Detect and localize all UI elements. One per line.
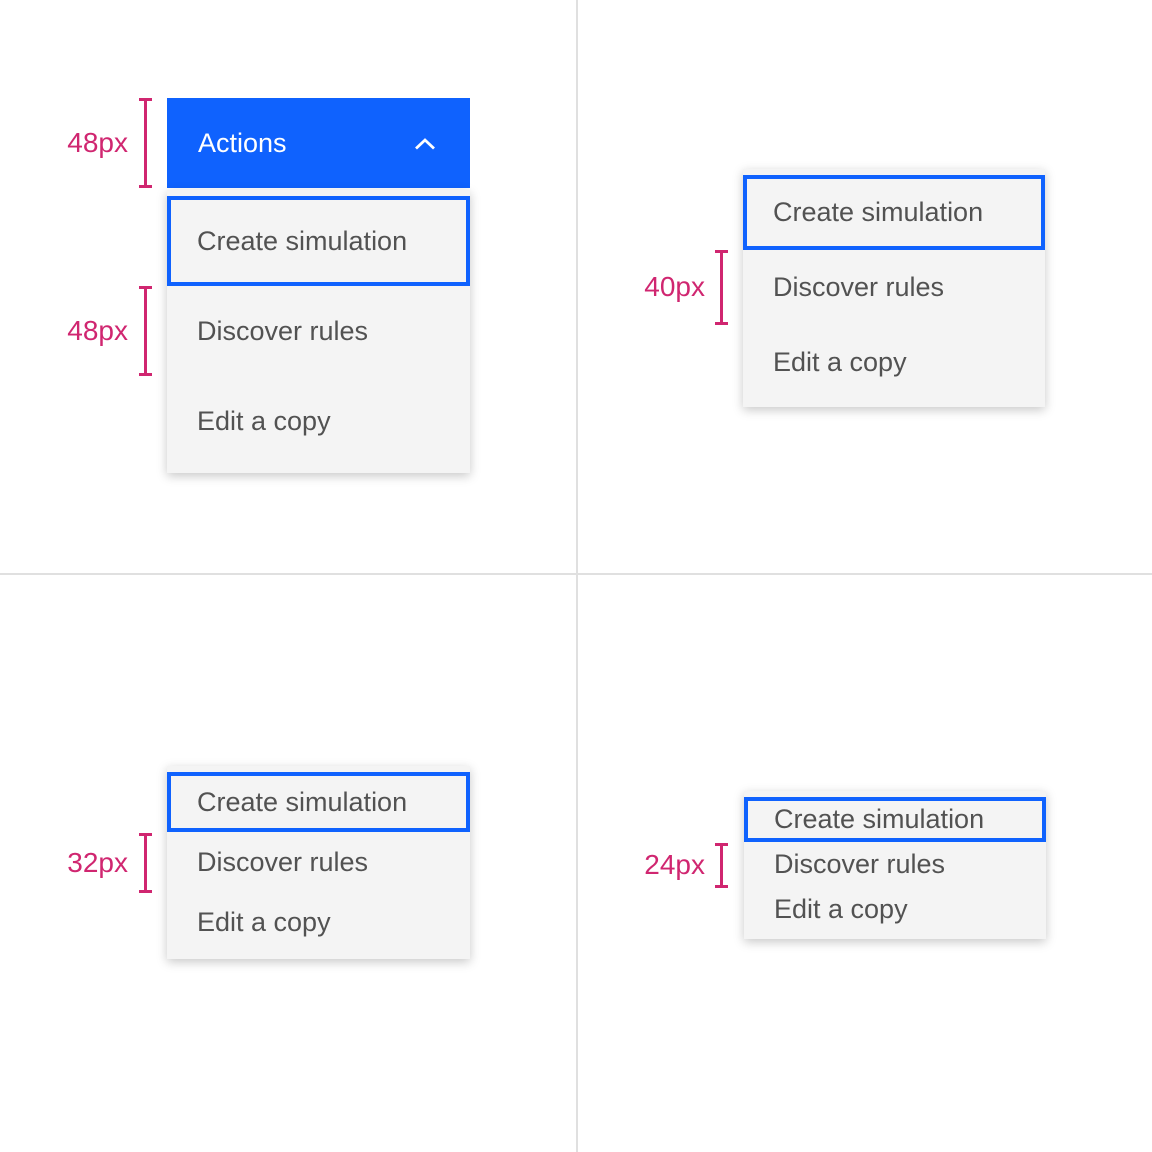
menu-item-edit-a-copy[interactable]: Edit a copy — [197, 906, 331, 937]
dropdown-trigger-label: Actions — [198, 127, 287, 158]
measurement-bracket-option-48 — [139, 286, 152, 376]
grid-divider-horizontal — [0, 573, 1152, 575]
menu-item-create-simulation[interactable]: Create simulation — [744, 797, 1046, 842]
dropdown-menu-48: Create simulation Discover rules Edit a … — [167, 190, 470, 473]
menu-item-create-simulation[interactable]: Create simulation — [743, 175, 1045, 250]
measurement-label-option-40: 40px — [644, 271, 705, 302]
menu-item-create-simulation[interactable]: Create simulation — [167, 772, 470, 832]
measurement-label-option-32: 32px — [67, 847, 128, 878]
grid-divider-vertical — [576, 0, 578, 1152]
menu-item-edit-a-copy[interactable]: Edit a copy — [197, 405, 331, 436]
dropdown-menu-40: Create simulation Discover rules Edit a … — [743, 169, 1045, 407]
menu-item-discover-rules[interactable]: Discover rules — [774, 849, 946, 879]
menu-item-discover-rules[interactable]: Discover rules — [197, 846, 369, 877]
menu-item-create-simulation[interactable]: Create simulation — [167, 196, 470, 286]
menu-item-discover-rules[interactable]: Discover rules — [773, 272, 945, 302]
dropdown-menu-24: Create simulation Discover rules Edit a … — [744, 791, 1046, 939]
measurement-label-trigger-48: 48px — [67, 127, 128, 158]
menu-item-edit-a-copy[interactable]: Edit a copy — [773, 347, 907, 377]
measurement-label-option-48: 48px — [67, 315, 128, 346]
measurement-bracket-option-40 — [715, 250, 728, 325]
dropdown-menu-32: Create simulation Discover rules Edit a … — [167, 766, 470, 959]
measurement-bracket-trigger-48 — [139, 98, 152, 188]
actions-dropdown-trigger[interactable]: Actions — [167, 98, 470, 188]
menu-item-discover-rules[interactable]: Discover rules — [197, 315, 369, 346]
measurement-bracket-option-24 — [715, 843, 728, 888]
chevron-up-icon — [415, 137, 435, 150]
menu-item-edit-a-copy[interactable]: Edit a copy — [774, 894, 908, 924]
measurement-bracket-option-32 — [139, 833, 152, 893]
measurement-label-option-24: 24px — [644, 849, 705, 880]
